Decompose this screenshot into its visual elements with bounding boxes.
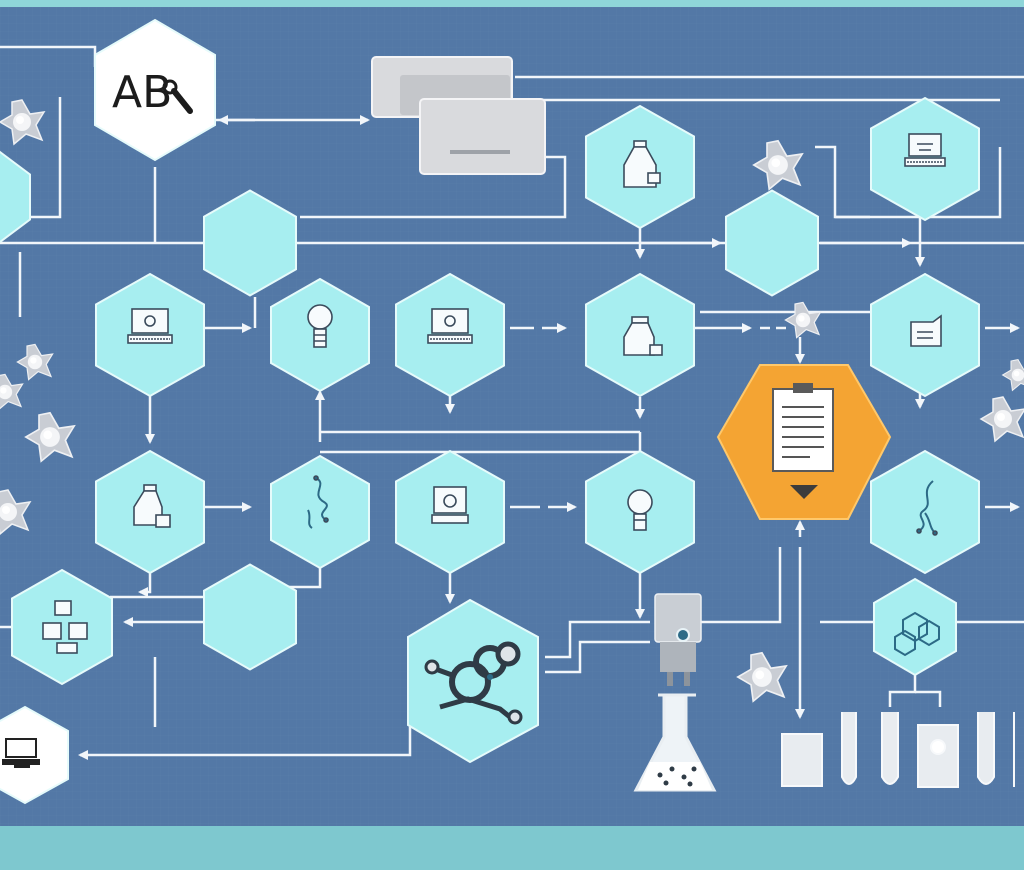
flask-icon[interactable] — [633, 693, 717, 792]
test-tube-icon[interactable] — [977, 712, 995, 785]
test-tube-icon[interactable] — [841, 712, 857, 785]
bottle-icon — [133, 484, 171, 528]
sample-container-icon[interactable] — [781, 733, 823, 787]
clipboard-icon — [772, 383, 834, 499]
connector-lines — [0, 45, 1024, 760]
hex-node-protein[interactable] — [270, 454, 370, 570]
card-stack[interactable] — [371, 56, 546, 175]
bottle-icon — [910, 314, 942, 347]
hex-node-protein[interactable] — [870, 449, 980, 575]
robot-arm-icon — [424, 641, 523, 725]
protein-icon — [307, 475, 329, 529]
monitor-node[interactable] — [0, 705, 69, 805]
test-tube-icon[interactable] — [881, 712, 899, 785]
reagent-box-icon — [904, 133, 946, 167]
light-bulb-icon — [627, 489, 653, 531]
bottom-band — [0, 826, 1024, 870]
hex-node-molecule[interactable] — [873, 577, 957, 677]
logo-node[interactable]: AB — [94, 18, 216, 162]
bottle-icon — [623, 140, 661, 188]
logo-text: AB — [112, 67, 172, 118]
sample-container-icon[interactable] — [917, 724, 959, 788]
document-flow-icon — [42, 600, 88, 654]
protein-icon — [916, 480, 938, 536]
top-band — [0, 0, 1024, 7]
robot-arm-node[interactable] — [407, 598, 539, 764]
hex-node-edge[interactable] — [0, 150, 31, 244]
test-tube-rack[interactable] — [781, 712, 1015, 788]
node-icons — [42, 133, 946, 657]
reagent-box-icon — [127, 308, 173, 344]
report-node[interactable] — [716, 364, 892, 520]
light-bulb-icon — [307, 304, 333, 348]
workflow-diagram: AB — [0, 7, 1024, 826]
molecule-icon — [894, 611, 940, 657]
reagent-box-icon — [431, 486, 469, 524]
magnifier-icon — [162, 79, 193, 114]
hex-node-blank[interactable] — [203, 189, 297, 297]
analyzer-device-icon[interactable] — [654, 593, 702, 686]
hex-node-blank[interactable] — [203, 563, 297, 671]
monitor-icon — [2, 738, 40, 768]
hex-node-document[interactable] — [11, 568, 113, 686]
hex-node-blank[interactable] — [725, 189, 819, 297]
reagent-box-icon — [427, 308, 473, 344]
bottle-icon — [623, 316, 663, 356]
